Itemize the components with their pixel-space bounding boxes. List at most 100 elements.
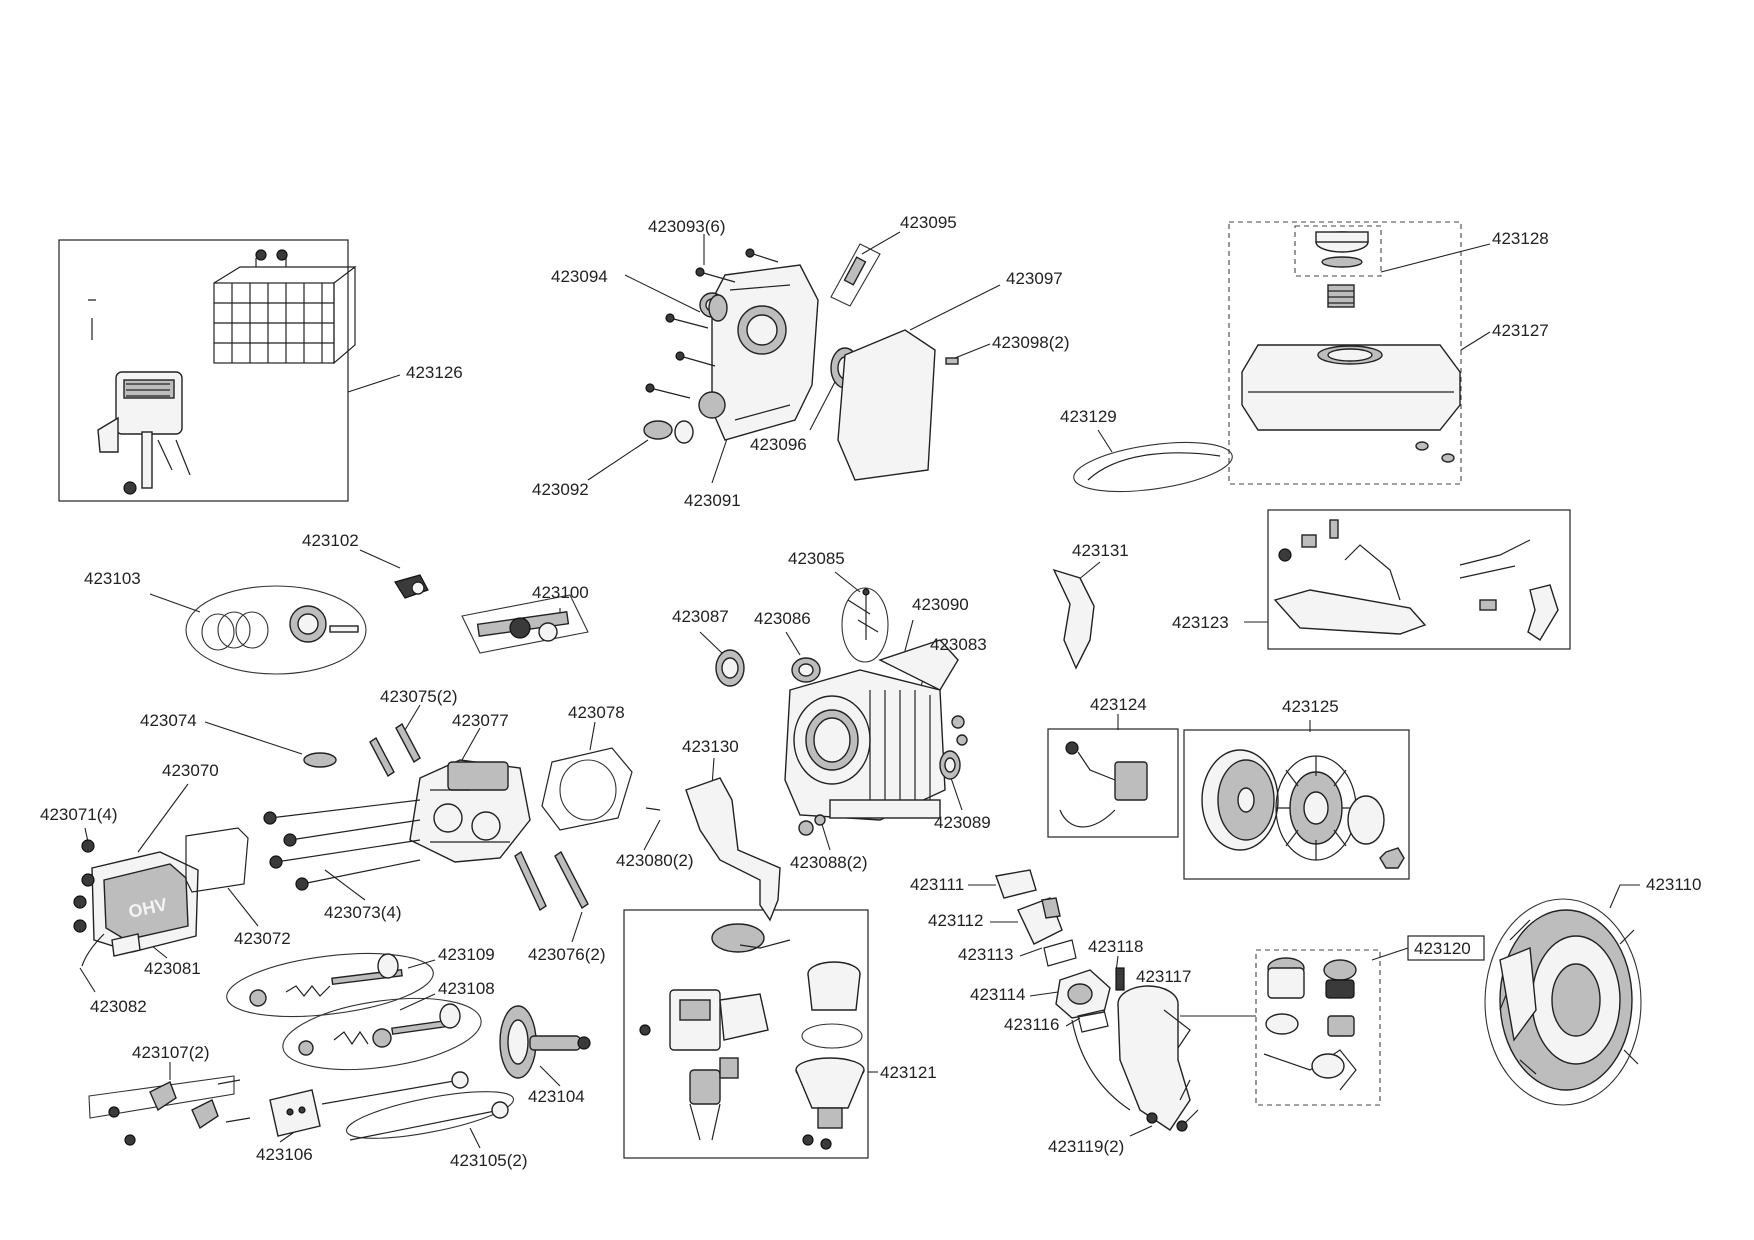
muffler-body [88, 299, 191, 495]
label-423116: 423116 [1004, 1015, 1059, 1034]
crankcase-cover [698, 264, 819, 441]
group-ring-423095 [830, 243, 881, 307]
label-423125: 423125 [1282, 697, 1339, 716]
leader-423120 [1371, 947, 1409, 961]
label-423100: 423100 [532, 583, 589, 602]
leader-423077 [461, 727, 481, 761]
group-ring-423129 [1073, 441, 1233, 493]
label-423089: 423089 [934, 813, 991, 832]
label-423088: 423088(2) [790, 853, 868, 872]
leader-423089 [949, 774, 963, 811]
gasket-423113 [1043, 939, 1077, 967]
fuel-tank-423127 [1241, 344, 1461, 463]
air-cleaner-423117 [1071, 985, 1199, 1131]
label-423092: 423092 [532, 480, 589, 499]
leader-423113 [1019, 947, 1043, 957]
crankshaft-423100 [476, 611, 570, 642]
rocker-studs-423075 [369, 722, 421, 778]
fuel-cap-423128 [1315, 231, 1369, 268]
label-423112: 423112 [928, 911, 983, 930]
governor-shaft-423085 [847, 588, 879, 640]
leader-423070 [137, 783, 189, 853]
ignition-coil-423124 [1059, 741, 1148, 828]
leader-423105 [469, 1127, 481, 1149]
throttle-lever-423131 [1052, 568, 1095, 670]
label-423102: 423102 [302, 531, 359, 550]
label-423126: 423126 [406, 363, 463, 382]
valve-cover-gasket-423072 [185, 827, 249, 893]
leader-423102 [359, 549, 401, 569]
governor-gear-423086 [791, 657, 821, 683]
callout-labels: 423126 423093(6) 423095 423094 423097 42… [40, 213, 1701, 1170]
valve-cover-423070: OHV [91, 851, 199, 953]
carb-assembly-423114 [1055, 969, 1111, 1019]
label-423070: 423070 [162, 761, 219, 780]
label-423111: 423111 [910, 875, 964, 894]
leader-423126 [347, 374, 401, 393]
group-ring-423085 [841, 587, 889, 663]
cover-gasket-423097 [837, 329, 936, 481]
label-423085: 423085 [788, 549, 845, 568]
head-gasket-423078 [541, 747, 633, 831]
label-423094: 423094 [551, 267, 608, 286]
leader-423110 [1609, 884, 1640, 909]
bolt-423118 [1115, 967, 1125, 991]
valve-set-423108 [298, 1003, 461, 1056]
label-423093: 423093(6) [648, 217, 726, 236]
group-frame-423120 [1255, 949, 1381, 1106]
leader-423103 [149, 593, 201, 613]
leader-423074 [204, 721, 303, 755]
leader-423104 [539, 1065, 561, 1087]
label-423082: 423082 [90, 997, 147, 1016]
leader-423072 [227, 887, 259, 927]
valve-cover-bolts-423071 [73, 839, 95, 933]
control-assembly-423123 [1273, 519, 1559, 641]
label-423114: 423114 [970, 985, 1025, 1004]
label-423123: 423123 [1172, 613, 1229, 632]
group-ring-423103 [185, 585, 367, 675]
label-423121: 423121 [880, 1063, 937, 1082]
camshaft-423104 [499, 1005, 591, 1079]
group-ring-423105 [345, 1091, 515, 1139]
label-423091: 423091 [684, 491, 741, 510]
leader-423097 [909, 284, 1001, 331]
drain-bolts-423088 [798, 814, 826, 836]
leader-423085 [834, 571, 861, 593]
recoil-starter-423110 [1499, 909, 1639, 1091]
breather-plate-423081 [111, 933, 141, 957]
rocker-plate-423106 [269, 1089, 321, 1137]
bolts-423119 [1146, 1112, 1188, 1132]
label-423130: 423130 [682, 737, 739, 756]
rocker-arms-423107 [108, 1079, 251, 1146]
cylinder-head-423077 [409, 759, 531, 863]
leader-423119 [1129, 1125, 1153, 1137]
head-studs-423076 [514, 850, 589, 912]
cover-bolts [645, 248, 779, 399]
leader-423080 [643, 819, 661, 851]
leader-423096 [809, 375, 839, 431]
group-ring-423100 [461, 594, 589, 654]
label-423117: 423117 [1136, 967, 1191, 986]
group-ring-423108 [282, 997, 482, 1071]
label-423105: 423105(2) [450, 1151, 528, 1170]
leader-423087 [699, 631, 725, 656]
filter-element-423120 [1263, 957, 1357, 1091]
valve-set-423109 [249, 953, 403, 1007]
group-frame-423124 [1047, 728, 1179, 838]
leader-423108 [399, 993, 436, 1011]
label-423098: 423098(2) [992, 333, 1070, 352]
leader-423094 [624, 274, 701, 313]
label-423106: 423106 [256, 1145, 313, 1164]
leader-423095 [861, 231, 901, 255]
label-423080: 423080(2) [616, 851, 694, 870]
label-423095: 423095 [900, 213, 957, 232]
intake-manifold-423112 [1017, 897, 1063, 945]
label-423077: 423077 [452, 711, 509, 730]
label-423078: 423078 [568, 703, 625, 722]
oil-seal-423094 [708, 294, 728, 322]
label-423108: 423108 [438, 979, 495, 998]
heat-shield-423130 [685, 777, 781, 922]
group-frame-423126 [58, 239, 349, 502]
label-423104: 423104 [528, 1087, 585, 1106]
label-423109: 423109 [438, 945, 495, 964]
